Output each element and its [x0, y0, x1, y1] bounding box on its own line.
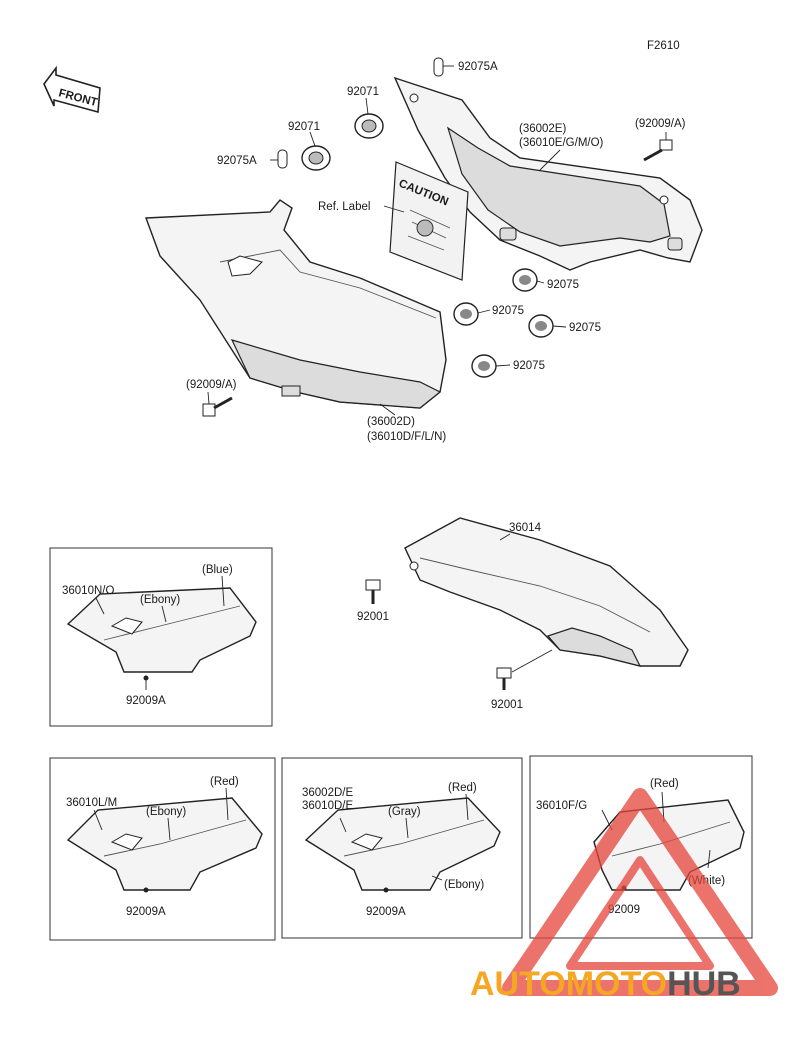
inset2-color-ebony: (Ebony): [146, 806, 186, 818]
label-damper-2: 92075: [492, 305, 524, 317]
label-damper-3: 92075: [569, 322, 601, 334]
inset2-part: 36010L/M: [66, 797, 117, 809]
label-right-cover-1: (36002E): [519, 123, 566, 135]
inset3-color-gray: (Gray): [388, 806, 421, 818]
inset-box-2: 36010L/M (Ebony) (Red) 92009A: [49, 757, 276, 941]
damper-92075-2: [453, 302, 479, 326]
label-grommet-top: 92075A: [458, 61, 498, 73]
leader-tail: [499, 533, 511, 541]
damper-92075-4: [471, 354, 497, 378]
right-side-cover: [393, 76, 703, 271]
label-grommet-left: 92071: [288, 121, 320, 133]
inset2-color-red: (Red): [210, 776, 239, 788]
leader-lines-main: [207, 65, 667, 416]
left-side-cover: [145, 199, 447, 409]
label-right-cover-2: (36010E/G/M/O): [519, 137, 604, 149]
inset3-bolt: 92009A: [366, 906, 406, 918]
label-grommet-top-left: 92075A: [217, 155, 257, 167]
figure-code: F2610: [647, 40, 680, 52]
inset-box-1: 36010N/O (Ebony) (Blue) 92009A: [49, 547, 273, 727]
inset1-color-blue: (Blue): [202, 564, 233, 576]
inset4-color-red: (Red): [650, 778, 679, 790]
grommet-92071-left: [301, 145, 331, 171]
watermark-text: AUTOMOTOHUB: [470, 965, 741, 1003]
label-tail-bolt-lower: 92001: [491, 699, 523, 711]
label-damper-4: 92075: [513, 360, 545, 372]
inset3-color-ebony: (Ebony): [444, 879, 484, 891]
label-bolt-left: (92009/A): [186, 379, 237, 391]
inset1-part: 36010N/O: [62, 585, 114, 597]
label-bolt-right: (92009/A): [635, 118, 686, 130]
label-left-cover-1: (36002D): [367, 416, 415, 428]
inset3-part-2: 36010D/E: [302, 800, 353, 812]
bolt-icon-right: [643, 139, 673, 162]
inset4-part: 36010F/G: [536, 800, 587, 812]
caution-ref-label: CAUTION: [389, 161, 469, 281]
label-grommet-upper: 92071: [347, 86, 379, 98]
inset1-color-ebony: (Ebony): [140, 594, 180, 606]
inset4-bolt: 92009: [608, 904, 640, 916]
inset-box-3: 36002D/E 36010D/E (Gray) (Red) (Ebony) 9…: [281, 757, 523, 939]
label-ref-label: Ref. Label: [318, 201, 370, 213]
inset3-part-1: 36002D/E: [302, 787, 353, 799]
label-tail-part: 36014: [509, 522, 542, 534]
bolt-icon-tail-upper: [365, 579, 381, 604]
watermark-logo: [502, 788, 778, 996]
damper-92075-1: [512, 268, 538, 292]
front-arrow-icon: FRONT: [43, 65, 101, 114]
watermark-part-1: AUTOMOTO: [470, 965, 667, 1003]
grommet-92071-upper: [354, 113, 384, 139]
grommet-92075a-left: [277, 149, 288, 169]
label-tail-bolt-upper: 92001: [357, 611, 389, 623]
bolt-icon-left: [202, 396, 233, 417]
label-left-cover-2: (36010D/F/L/N): [367, 431, 446, 443]
watermark-part-2: HUB: [667, 965, 741, 1003]
bolt-icon-tail-lower: [496, 667, 512, 690]
tail-cover: [404, 517, 689, 667]
grommet-92075a-top: [433, 57, 444, 77]
damper-92075-3: [528, 314, 554, 338]
inset2-bolt: 92009A: [126, 906, 166, 918]
leader-tail-bolt: [511, 649, 553, 673]
inset1-bolt: 92009A: [126, 695, 166, 707]
label-damper-1: 92075: [547, 279, 579, 291]
inset3-color-red: (Red): [448, 782, 477, 794]
